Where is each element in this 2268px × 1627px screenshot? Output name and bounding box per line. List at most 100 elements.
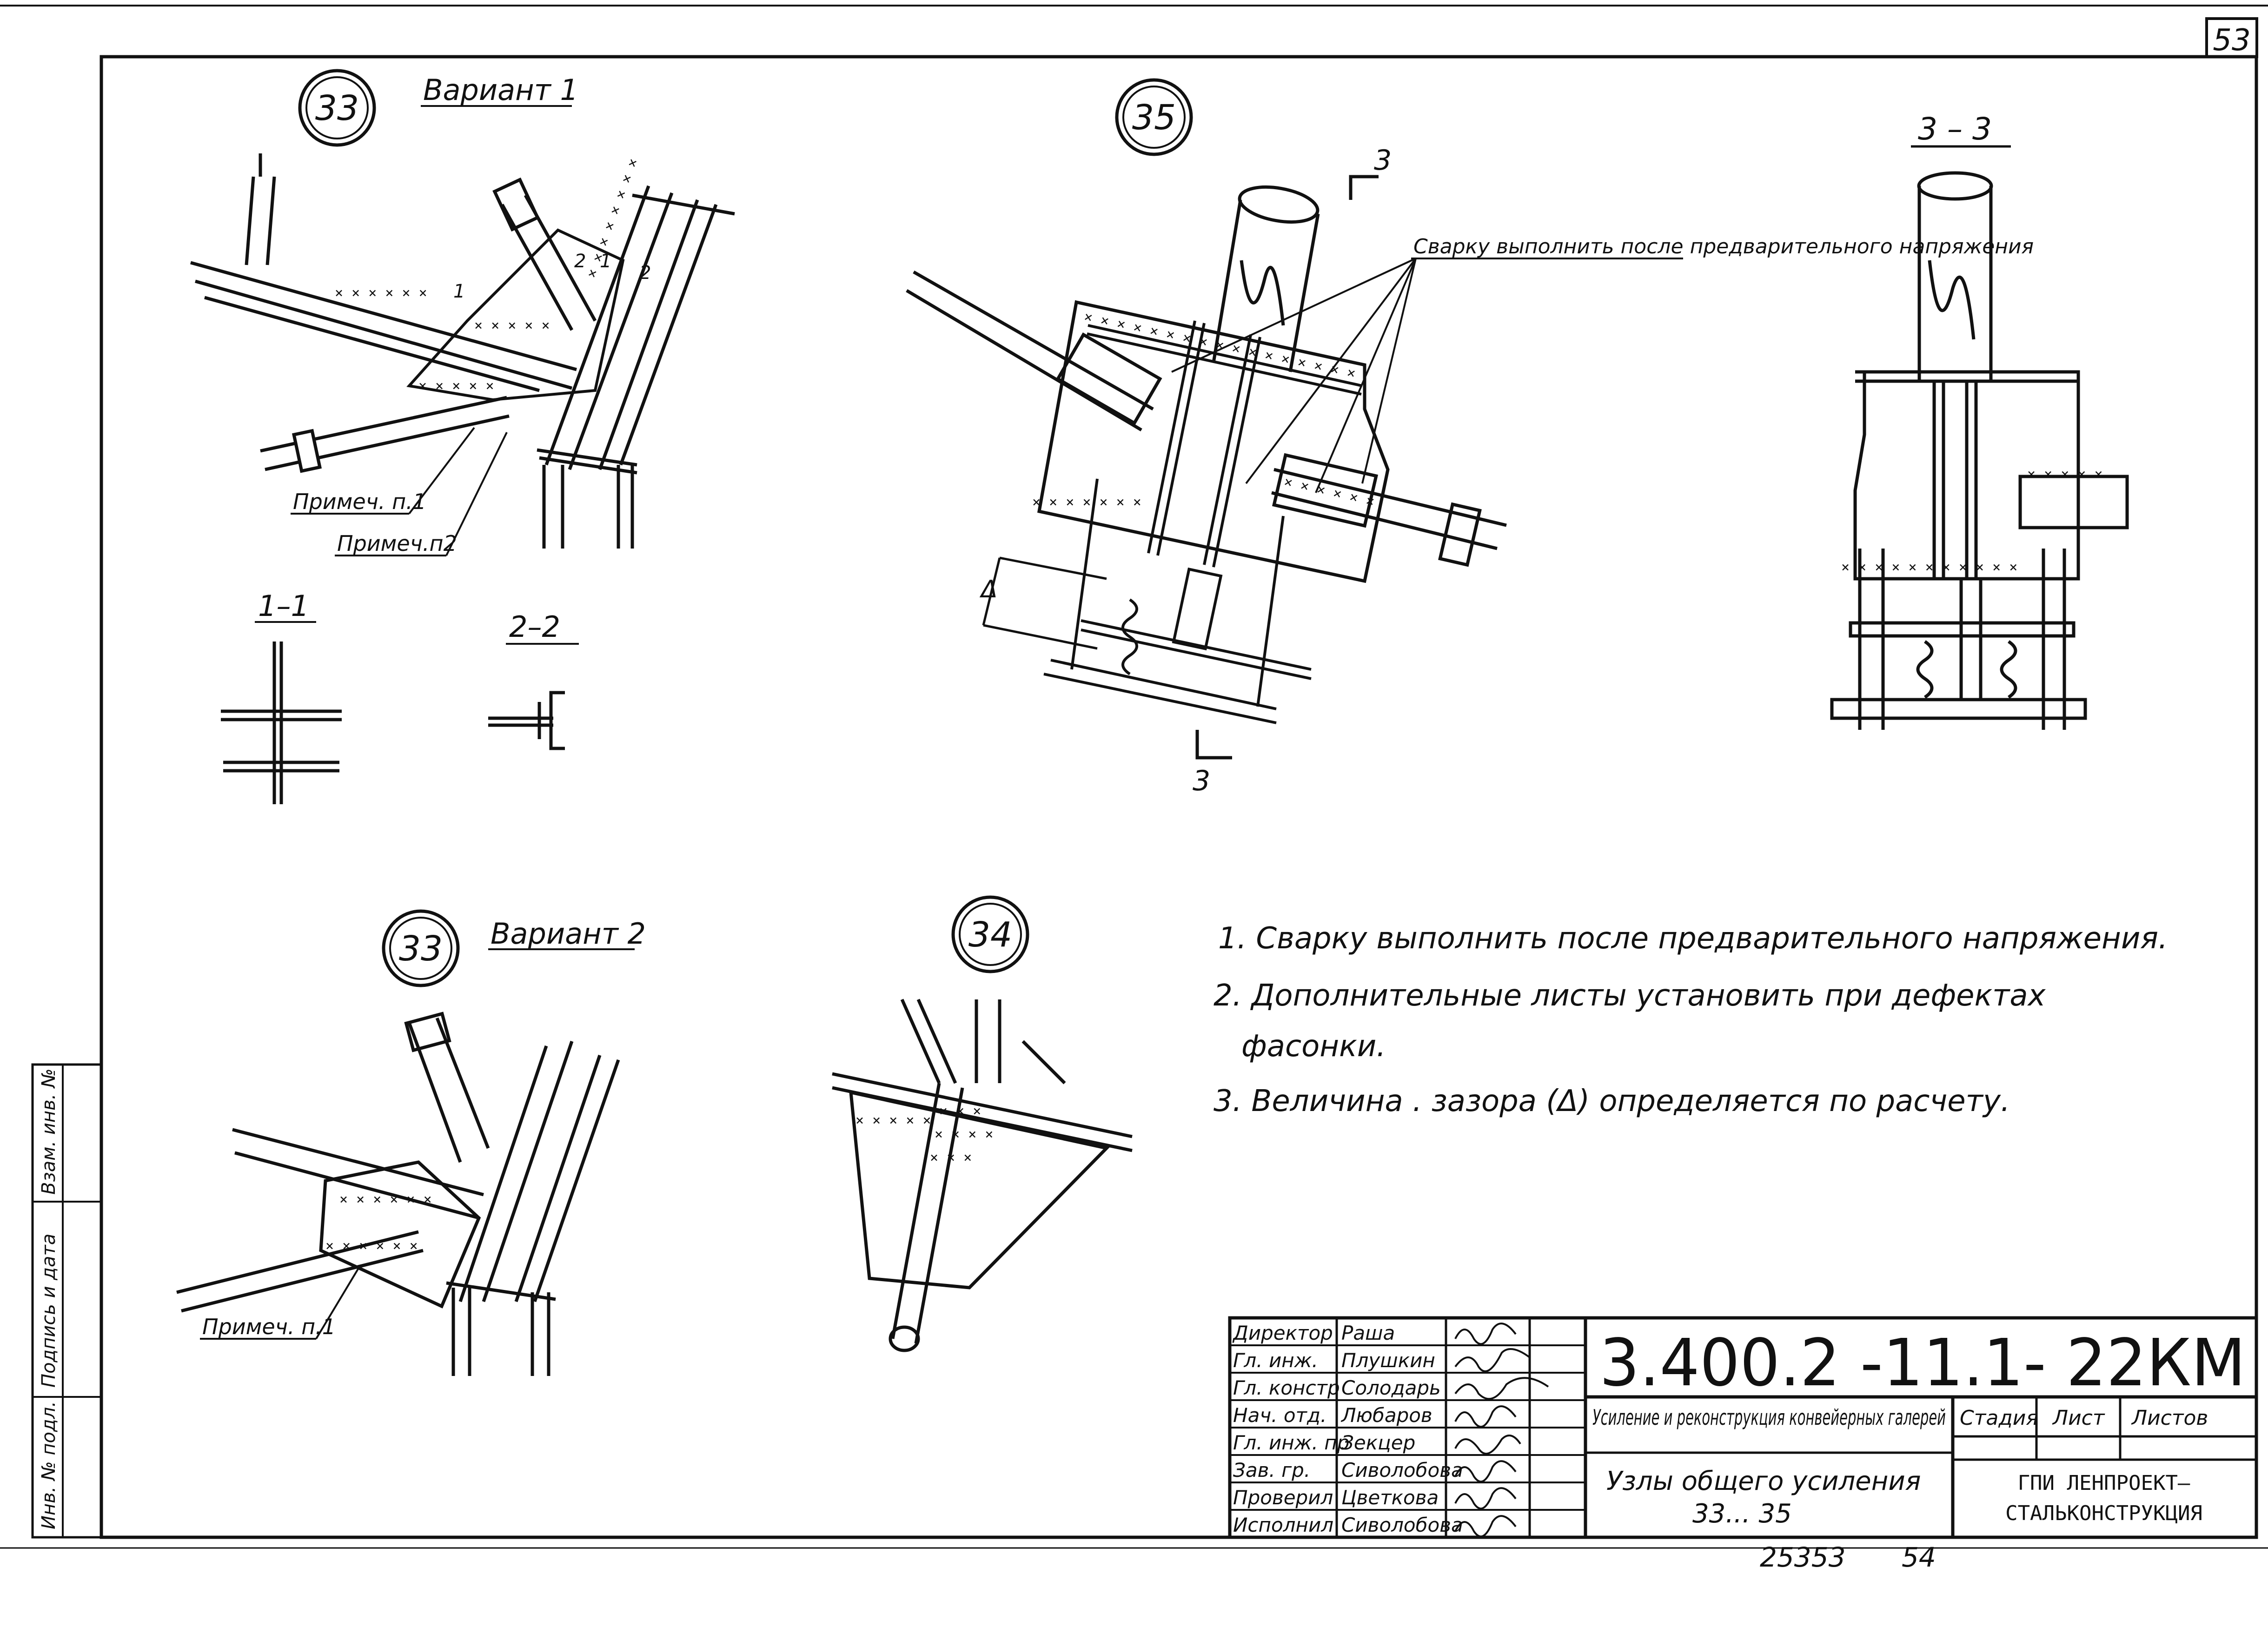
note-ref-1: Примеч. п.1 (293, 489, 426, 514)
role-director: Директор (1232, 1322, 1333, 1344)
node-33-variant-1: 33 Вариант 1 (190, 69, 735, 556)
weld-marks-section33: × × × × × × × × × × × × × × × × (1841, 466, 2103, 575)
title-block-roles: Директор Гл. инж. Гл. констр Нач. отд. Г… (1232, 1322, 1349, 1536)
svg-text:× × ×: × × × (930, 1150, 972, 1166)
note-line-1: 1. Сварку выполнить после предварительно… (1218, 921, 2168, 956)
node-33-variant-2: 33 Вариант 2 × × × × × × × × × × × × (176, 909, 646, 1376)
role-group-head: Зав. гр. (1233, 1459, 1310, 1481)
inclined-column (544, 185, 735, 470)
round-pipe (1212, 185, 1320, 372)
page-number: 53 (2213, 23, 2250, 58)
name-dept-head: Любаров (1340, 1404, 1432, 1427)
project-name-text: Усиление и реконструкция конвейерных гал… (1592, 1405, 1946, 1430)
node-34: 34 × × × × × × × × × × × × × × × (832, 895, 1133, 1352)
section-1-1: 1–1 (221, 589, 342, 804)
svg-text:× × × × × ×: × × × × × × (325, 1238, 418, 1254)
top-hanger (245, 153, 276, 265)
node-34-mark-label: 34 (968, 915, 1012, 955)
node-35-tension-assembly (1043, 478, 1312, 724)
stamp-replaces-inv: Взам. инв. № (38, 1068, 60, 1195)
role-chief-engineer: Гл. инж. (1233, 1349, 1318, 1372)
svg-text:× × × × ×: × × × × × (418, 378, 494, 394)
project-name: Усиление и реконструкция конвейерных гал… (1592, 1405, 1946, 1430)
svg-text:× × × × × × ×: × × × × × × × (1032, 494, 1141, 510)
role-executed: Исполнил (1233, 1514, 1333, 1536)
node-33-mark-label: 33 (315, 88, 359, 128)
name-checked: Цветкова (1341, 1486, 1439, 1509)
node-33v2-mark-circle: 33 (382, 909, 460, 987)
lower-post (537, 448, 637, 549)
section-2-2: 2–2 (488, 610, 579, 750)
svg-text:× × × × × ×: × × × × × × (335, 285, 427, 301)
cut-mark-bottom: 3 (1193, 730, 1232, 797)
archive-number: 25353 (1760, 1541, 1846, 1573)
stage-label: Стадия (1960, 1406, 2038, 1430)
document-code: 3.400.2 -11.1- 22КМ (1599, 1325, 2246, 1401)
weld-marks-node34: × × × × × × × × × × × × × × × (855, 1103, 993, 1166)
sheet-title-line2: 33... 35 (1692, 1499, 1792, 1529)
name-group-head: Сиволобова (1341, 1459, 1463, 1481)
diagonal-brace (492, 177, 597, 331)
section-3-3-label: 3 – 3 (1918, 111, 1992, 147)
organization-line1: ГПИ ЛЕНПРОЕКТ– (2018, 1471, 2190, 1495)
role-checked: Проверил (1233, 1486, 1333, 1509)
title-block-rows (1230, 1344, 1585, 1511)
svg-text:× × × × × × × × × × ×: × × × × × × × × × × × (1841, 559, 2017, 575)
svg-text:× × × × ×: × × × × × (855, 1112, 931, 1129)
weld-note-text: Сварку выполнить после предварительного … (1413, 235, 2034, 258)
gusset-plate (406, 228, 625, 402)
note-line-3: 3. Величина . зазора (Δ) определяется по… (1214, 1084, 2010, 1118)
svg-text:× × × × × ×: × × × × × × (339, 1191, 432, 1208)
general-notes: 1. Сварку выполнить после предварительно… (1214, 921, 2168, 1118)
name-executed: Сиволобова (1341, 1514, 1463, 1536)
note-line-2: 2. Дополнительные листы установить при д… (1214, 979, 2046, 1013)
tag-1b: 1 (600, 251, 611, 272)
sheet-label: Лист (2052, 1406, 2105, 1430)
node-35-mark-label: 35 (1132, 98, 1176, 138)
tag-2b: 2 (639, 262, 651, 284)
role-dept-head: Нач. отд. (1233, 1404, 1326, 1427)
node-35-mark-circle: 35 (1115, 78, 1193, 156)
tag-2: 2 (574, 251, 586, 272)
node-35-left-member (906, 270, 1162, 432)
note-line-2b: фасонки. (1241, 1029, 1386, 1064)
gap-dimension (982, 556, 1107, 650)
title-block-names: Раша Плушкин Солодарь Любаров Зекцер Сив… (1340, 1322, 1463, 1536)
bottom-strut (260, 396, 510, 473)
node-33-mark-circle: 33 (298, 69, 376, 147)
node-35-vertical-stiffeners (1087, 320, 1363, 568)
node-35-gusset (1037, 300, 1390, 583)
section-1-1-label: 1–1 (258, 589, 309, 623)
weld-note-leaders (1171, 258, 1417, 493)
stamp-inv-original: Инв. № подл. (38, 1401, 60, 1529)
name-chief-designer: Солодарь (1341, 1376, 1441, 1399)
sheet-title-line1: Узлы общего усиления (1606, 1466, 1921, 1496)
role-chief-designer: Гл. констр (1233, 1376, 1340, 1399)
variant-1-label: Вариант 1 (423, 73, 578, 107)
name-chief-engineer: Плушкин (1341, 1349, 1435, 1372)
weld-note: Сварку выполнить после предварительного … (1413, 235, 2034, 258)
note-ref-v2: Примеч. п.1 (202, 1314, 336, 1339)
organization-line2: СТАЛЬКОНСТРУКЦИЯ (2005, 1501, 2202, 1525)
svg-text:× × ×: × × × (939, 1103, 981, 1119)
name-director: Раша (1341, 1322, 1395, 1344)
sheets-label: Листов (2131, 1406, 2208, 1430)
svg-text:× × × × ×: × × × × × (2027, 466, 2103, 483)
archive-sheet: 54 (1902, 1541, 1936, 1573)
section-2-2-label: 2–2 (509, 610, 560, 644)
stamp-signature-date: Подпись и дата (38, 1234, 60, 1388)
title-block: Директор Гл. инж. Гл. констр Нач. отд. Г… (1228, 1316, 2258, 1539)
signatures (1454, 1323, 1549, 1538)
svg-text:× × × ×: × × × × (935, 1126, 993, 1143)
node-33v2-mark-label: 33 (399, 929, 443, 969)
node-35-right-member (1271, 453, 1507, 567)
note-ref-2: Примеч.п2 (337, 531, 457, 556)
role-project-engineer: Гл. инж. пр (1233, 1431, 1349, 1454)
node-34-mark-circle: 34 (951, 895, 1029, 973)
gap-symbol: Δ (979, 575, 998, 603)
svg-text:× × × × ×: × × × × × (474, 317, 550, 334)
tag-1: 1 (453, 281, 465, 302)
section-3-3: 3 – 3 × × × × × × × × × × × (1830, 111, 2129, 730)
variant-2-label: Вариант 2 (491, 917, 646, 951)
